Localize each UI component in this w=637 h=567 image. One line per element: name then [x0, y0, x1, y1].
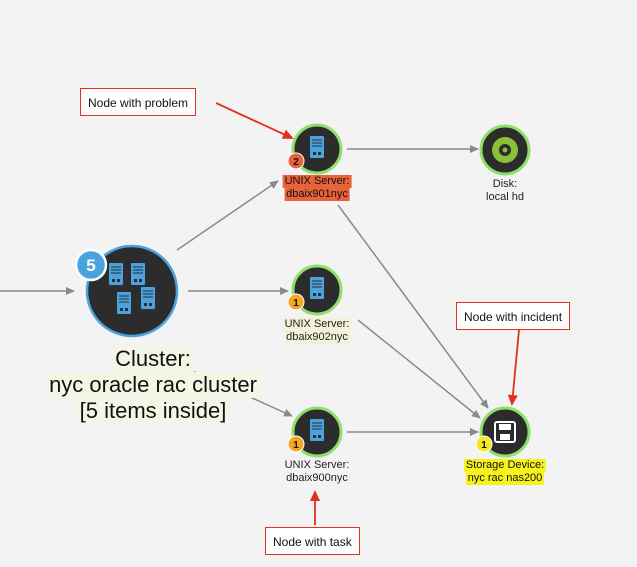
callout-arrow-problem — [215, 102, 294, 139]
server-node-902[interactable]: 1 — [287, 264, 343, 316]
callout-arrow-incident — [507, 329, 520, 406]
server-902-label: UNIX Server: dbaix902nyc — [282, 318, 352, 344]
cluster-label-line-1: Cluster: — [112, 346, 194, 372]
task-badge — [287, 435, 305, 453]
server-node-901[interactable]: 2 — [287, 123, 343, 175]
disk-type: Disk: — [492, 178, 518, 190]
server-901-type: UNIX Server: — [282, 175, 352, 188]
cluster-count-badge-text: 5 — [86, 256, 95, 275]
disk-icon — [492, 137, 518, 163]
server-icon — [130, 262, 146, 286]
task-badge-count: 1 — [293, 440, 299, 451]
server-902-type: UNIX Server: — [282, 318, 352, 331]
disk-label: Disk: local hd — [484, 178, 526, 204]
server-902-name: dbaix902nyc — [284, 331, 350, 344]
cluster-node[interactable]: 5 — [74, 244, 179, 338]
server-900-type: UNIX Server: — [284, 459, 350, 471]
storage-node[interactable]: 1 — [475, 406, 531, 458]
cluster-label: Cluster: nyc oracle rac cluster [5 items… — [46, 346, 260, 424]
floppy-disk-icon — [494, 421, 516, 443]
server-icon — [116, 291, 132, 315]
server-icon — [140, 286, 156, 310]
problem-badge — [287, 152, 305, 170]
incident-badge-count: 1 — [481, 440, 487, 451]
problem-badge-count: 2 — [293, 157, 299, 168]
cluster-count-badge — [74, 248, 108, 282]
incident-badge — [475, 435, 493, 453]
storage-type: Storage Device: — [463, 459, 547, 472]
cluster-label-line-3: [5 items inside] — [76, 398, 230, 424]
server-900-label: UNIX Server: dbaix900nyc — [283, 459, 352, 485]
storage-label: Storage Device: nyc rac nas200 — [463, 459, 547, 485]
server-icon — [108, 262, 124, 286]
cluster-label-line-2: nyc oracle rac cluster — [46, 372, 260, 398]
server-icon — [309, 418, 325, 442]
disk-node[interactable] — [479, 124, 531, 176]
edge-901-storage — [337, 204, 489, 409]
server-901-name: dbaix901nyc — [284, 188, 350, 201]
callout-node-with-incident: Node with incident — [456, 302, 571, 330]
storage-name: nyc rac nas200 — [465, 472, 545, 485]
server-node-900[interactable]: 1 — [287, 406, 343, 458]
server-icon — [309, 276, 325, 300]
disk-name: local hd — [486, 191, 524, 203]
server-900-name: dbaix900nyc — [286, 472, 348, 484]
edge-cluster-901 — [176, 180, 279, 251]
task-badge — [287, 293, 305, 311]
callout-node-with-problem: Node with problem — [80, 88, 197, 116]
callout-node-with-task: Node with task — [265, 527, 360, 555]
task-badge-count: 1 — [293, 298, 299, 309]
edge-902-storage — [357, 319, 481, 419]
server-icon — [309, 135, 325, 159]
server-901-label: UNIX Server: dbaix901nyc — [282, 175, 352, 201]
